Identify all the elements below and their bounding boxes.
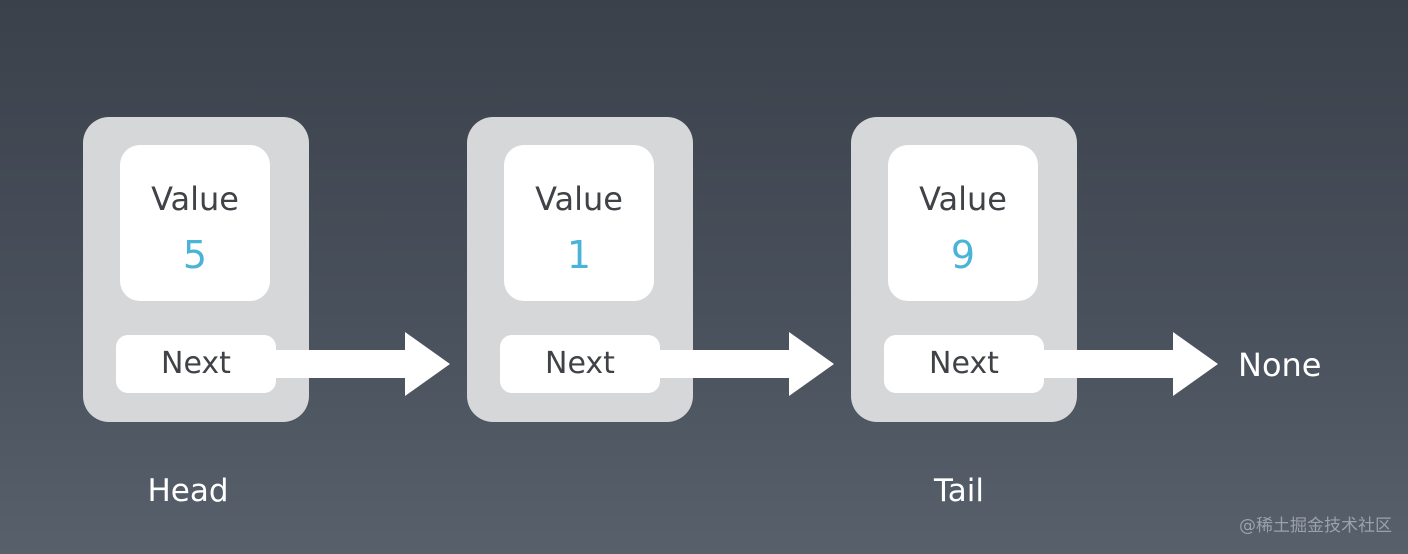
next-pointer-box: Next — [884, 335, 1044, 393]
next-label: Next — [161, 346, 231, 381]
none-terminal-label: None — [1238, 346, 1322, 384]
value-box: Value 5 — [120, 145, 270, 301]
node-tail: Value 9 Next — [851, 117, 1077, 422]
value-box: Value 9 — [888, 145, 1038, 301]
head-label: Head — [147, 473, 229, 509]
next-pointer-box: Next — [500, 335, 660, 393]
next-pointer-box: Next — [116, 335, 276, 393]
tail-label: Tail — [933, 473, 985, 509]
arrow-next-0 — [275, 332, 450, 396]
next-label: Next — [929, 346, 999, 381]
arrow-next-2 — [1043, 332, 1218, 396]
node-value: 5 — [182, 233, 208, 277]
node-middle: Value 1 Next — [467, 117, 693, 422]
value-box: Value 1 — [504, 145, 654, 301]
value-label: Value — [535, 180, 623, 218]
node-value: 9 — [950, 233, 976, 277]
watermark: @稀土掘金技术社区 — [1239, 516, 1392, 536]
node-value: 1 — [566, 233, 592, 277]
value-label: Value — [919, 180, 1007, 218]
value-label: Value — [151, 180, 239, 218]
node-head: Value 5 Next — [83, 117, 309, 422]
next-label: Next — [545, 346, 615, 381]
arrow-next-1 — [659, 332, 834, 396]
